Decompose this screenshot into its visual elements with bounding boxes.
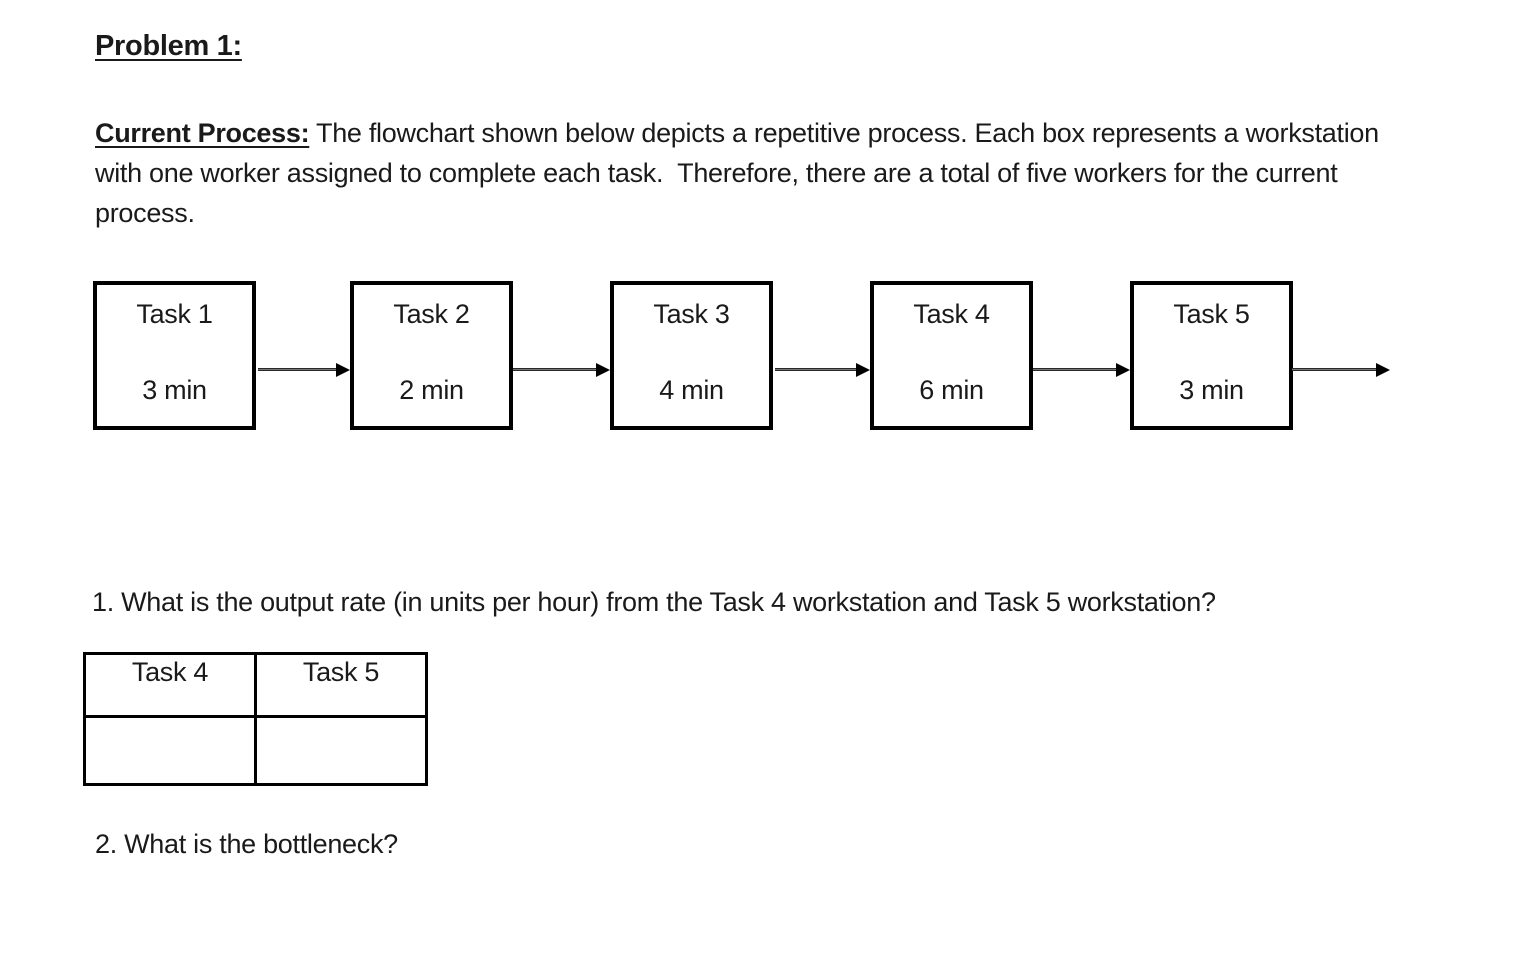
task-box-4: Task 4 6 min xyxy=(870,281,1033,430)
task-name: Task 3 xyxy=(653,299,730,329)
task-name: Task 1 xyxy=(136,299,213,329)
question-2: 2. What is the bottleneck? xyxy=(95,829,398,859)
flow-arrow-5 xyxy=(1292,363,1390,377)
arrow-right-icon xyxy=(1116,363,1130,377)
intro-line-1: Current Process: The flowchart shown bel… xyxy=(95,113,1455,153)
intro-line-2: with one worker assigned to complete eac… xyxy=(95,158,1338,188)
arrow-line xyxy=(513,368,599,371)
arrow-right-icon xyxy=(856,363,870,377)
arrow-line xyxy=(775,368,859,371)
arrow-line xyxy=(258,368,339,371)
task-box-2: Task 2 2 min xyxy=(350,281,513,430)
flow-arrow-4 xyxy=(1033,363,1130,377)
answer-table-cell-task4 xyxy=(83,715,257,786)
intro-paragraph: Current Process: The flowchart shown bel… xyxy=(95,113,1455,233)
task-duration: 3 min xyxy=(142,375,207,405)
problem-title: Problem 1: xyxy=(95,30,242,62)
answer-table-cell-task5 xyxy=(254,715,428,786)
answer-table-header-task4: Task 4 xyxy=(83,652,257,718)
arrow-line xyxy=(1292,368,1379,371)
task-name: Task 4 xyxy=(913,299,990,329)
current-process-label: Current Process: xyxy=(95,118,310,148)
answer-table-header-task5: Task 5 xyxy=(254,652,428,718)
task-duration: 3 min xyxy=(1179,375,1244,405)
arrow-right-icon xyxy=(596,363,610,377)
arrow-line xyxy=(1033,368,1119,371)
flow-arrow-1 xyxy=(258,363,350,377)
question-1: 1. What is the output rate (in units per… xyxy=(92,587,1216,617)
task-duration: 6 min xyxy=(919,375,984,405)
intro-line-1-text: The flowchart shown below depicts a repe… xyxy=(309,118,1379,148)
flow-arrow-2 xyxy=(513,363,610,377)
flow-arrow-3 xyxy=(775,363,870,377)
task-name: Task 2 xyxy=(393,299,470,329)
intro-line-3: process. xyxy=(95,198,195,228)
task-box-1: Task 1 3 min xyxy=(93,281,256,430)
answer-table: Task 4 Task 5 xyxy=(83,652,428,786)
task-name: Task 5 xyxy=(1173,299,1250,329)
arrow-right-icon xyxy=(1376,363,1390,377)
arrow-right-icon xyxy=(336,363,350,377)
answer-table-body-row xyxy=(83,715,428,786)
task-duration: 2 min xyxy=(399,375,464,405)
task-box-3: Task 3 4 min xyxy=(610,281,773,430)
answer-table-header-row: Task 4 Task 5 xyxy=(83,652,428,718)
task-duration: 4 min xyxy=(659,375,724,405)
task-box-5: Task 5 3 min xyxy=(1130,281,1293,430)
